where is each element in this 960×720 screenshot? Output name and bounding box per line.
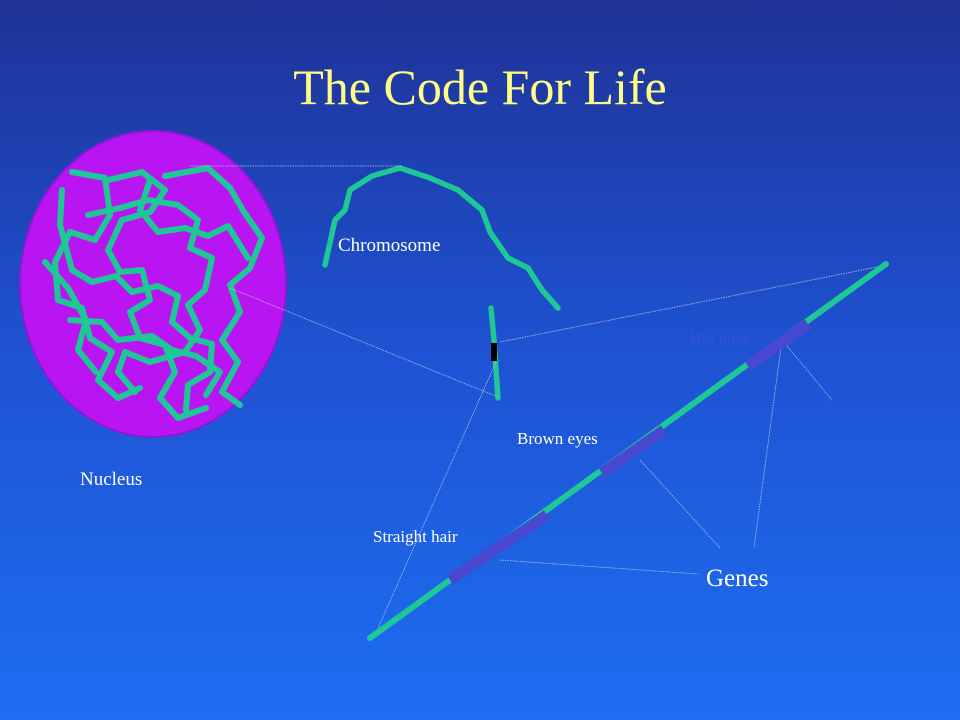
big-nose-label: Big nose: [690, 328, 750, 347]
slide-title: The Code For Life: [293, 59, 667, 115]
gene-segments: [446, 319, 812, 585]
chromatin-tangle: [42, 165, 265, 421]
nucleus-label: Nucleus: [80, 469, 143, 490]
gene-straight-hair: [446, 510, 551, 585]
brown-eyes-label: Brown eyes: [517, 429, 598, 448]
straight-hair-label: Straight hair: [373, 527, 458, 546]
chromosome-strand: [322, 165, 561, 311]
gene-brown-eyes: [598, 425, 668, 478]
chromosome-label: Chromosome: [338, 235, 441, 256]
genes-label: Genes: [706, 565, 769, 592]
chromosome-segment-marker: [491, 343, 497, 361]
chromosome-tail: [488, 305, 501, 401]
connector-lines: [190, 165, 883, 629]
gene-big-nose: [744, 319, 812, 371]
